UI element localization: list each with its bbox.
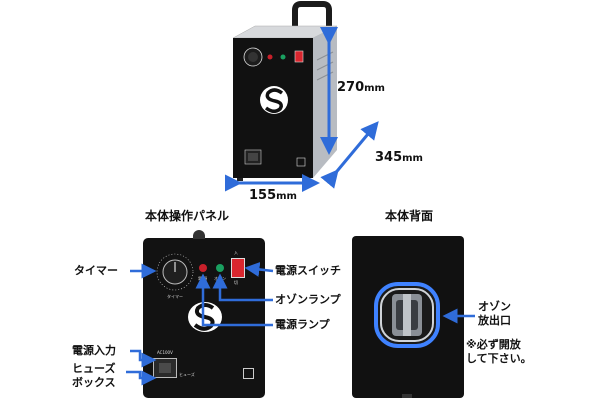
timer-dial xyxy=(156,253,194,291)
handle-knob xyxy=(193,230,205,239)
certification-mark xyxy=(243,368,254,379)
callout-outlet: オゾン 放出口 xyxy=(478,300,511,328)
callout-power-input: 電源入力 xyxy=(72,344,116,357)
callout-timer: タイマー xyxy=(74,264,118,277)
dial-timer-text: タイマー xyxy=(167,294,183,299)
ozone-outlet xyxy=(374,282,440,348)
callout-power-switch: 電源スイッチ xyxy=(275,264,341,277)
callout-power-lamp: 電源ランプ xyxy=(275,318,330,331)
ozone-lamp xyxy=(216,264,224,272)
callout-fuse-box: ヒューズ ボックス xyxy=(72,362,116,390)
power-switch[interactable] xyxy=(231,258,245,278)
height-label: 270mm xyxy=(337,80,385,95)
callout-fuse-box-line1: ヒューズ xyxy=(72,362,116,375)
front-panel-title: 本体操作パネル xyxy=(145,209,230,223)
front-panel: タイマー 電 源 オゾン 入 切 AC100V ヒューズ xyxy=(143,238,265,398)
callout-note-line1: ※必ず開放 xyxy=(466,338,521,351)
product-photo-top: 270mm 345mm 155mm xyxy=(225,0,585,203)
rear-panel xyxy=(352,236,464,398)
power-inlet[interactable] xyxy=(153,358,177,378)
callout-ozone-lamp: オゾンランプ xyxy=(275,293,341,306)
power-lamp-text: 電 源 xyxy=(198,276,208,281)
dimension-arrows xyxy=(225,27,379,192)
power-lamp xyxy=(199,264,207,272)
fuse-text: ヒューズ xyxy=(179,372,195,377)
depth-arrow xyxy=(320,121,379,189)
callout-fuse-box-line2: ボックス xyxy=(72,376,116,389)
callout-outlet-line1: オゾン xyxy=(478,300,511,313)
brand-logo xyxy=(188,302,222,332)
callout-outlet-line2: 放出口 xyxy=(478,314,511,327)
width-label: 155mm xyxy=(249,188,297,203)
switch-on-text: 入 xyxy=(234,250,238,255)
rear-panel-title: 本体背面 xyxy=(385,209,434,223)
rear-foot xyxy=(402,394,412,398)
switch-off-text: 切 xyxy=(234,280,238,285)
callout-note: ※必ず開放 して下さい。 xyxy=(466,338,532,366)
voltage-text: AC100V xyxy=(157,350,173,355)
depth-label: 345mm xyxy=(375,150,423,165)
ozone-lamp-text: オゾン xyxy=(214,276,226,281)
callout-note-line2: して下さい。 xyxy=(466,352,532,365)
